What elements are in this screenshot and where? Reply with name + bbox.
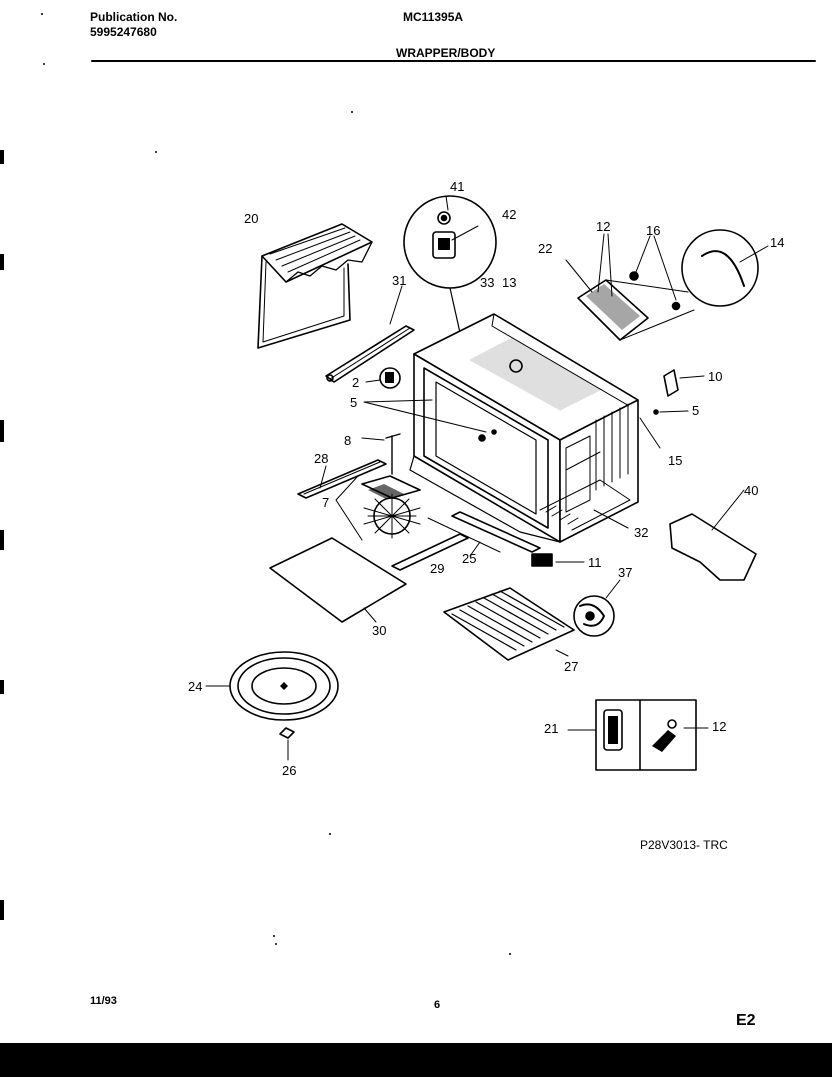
label-31: 31 bbox=[392, 273, 407, 288]
footer-page-number: 6 bbox=[434, 999, 441, 1011]
footer-date: 11/93 bbox=[90, 995, 117, 1007]
label-37: 37 bbox=[618, 565, 633, 580]
label-16: 16 bbox=[646, 223, 661, 238]
label-33: 33 bbox=[480, 275, 495, 290]
drawing-code: P28V3013- TRC bbox=[640, 838, 728, 852]
label-28: 28 bbox=[314, 451, 329, 466]
label-20: 20 bbox=[244, 211, 259, 226]
part-40-panel bbox=[669, 489, 757, 581]
label-12-inset: 12 bbox=[712, 719, 727, 734]
wrapper-cover bbox=[257, 223, 373, 349]
inset-box-21-12 bbox=[567, 699, 709, 771]
label-32: 32 bbox=[634, 525, 649, 540]
part-28-bar bbox=[297, 459, 387, 499]
label-10: 10 bbox=[708, 369, 723, 384]
part-32-leader bbox=[593, 509, 629, 529]
scan-edge-mark bbox=[0, 420, 4, 442]
label-2: 2 bbox=[352, 375, 360, 390]
scan-edge-mark bbox=[0, 680, 4, 694]
label-21: 21 bbox=[544, 721, 559, 736]
label-40: 40 bbox=[744, 483, 759, 498]
label-24: 24 bbox=[188, 679, 203, 694]
part-11 bbox=[531, 553, 585, 567]
scan-specks bbox=[41, 13, 511, 955]
label-7: 7 bbox=[322, 495, 330, 510]
label-15: 15 bbox=[668, 453, 683, 468]
zoom-circle-37 bbox=[573, 579, 621, 637]
bottom-bars bbox=[391, 511, 541, 571]
model-number: MC11395A bbox=[403, 10, 464, 24]
footer-section-code: E2 bbox=[736, 1012, 756, 1029]
label-41: 41 bbox=[450, 179, 465, 194]
scan-edge-mark bbox=[0, 254, 4, 270]
part-24-turntable bbox=[205, 651, 339, 721]
stirrer-assembly bbox=[335, 433, 421, 541]
label-13: 13 bbox=[502, 275, 517, 290]
label-42: 42 bbox=[502, 207, 517, 222]
scan-edge-mark bbox=[0, 900, 4, 920]
scan-edge-mark bbox=[0, 530, 4, 550]
label-8: 8 bbox=[344, 433, 352, 448]
part-30-tray bbox=[269, 537, 407, 623]
label-26: 26 bbox=[282, 763, 297, 778]
publication-number: 5995247680 bbox=[90, 25, 157, 39]
label-12-top: 12 bbox=[596, 219, 611, 234]
zoom-circle-14 bbox=[681, 229, 769, 307]
part-5-screws bbox=[363, 399, 689, 449]
scan-edge-mark bbox=[0, 150, 4, 164]
label-30: 30 bbox=[372, 623, 387, 638]
label-5-right: 5 bbox=[692, 403, 700, 418]
cabinet-body bbox=[409, 313, 639, 543]
part-26-coupler bbox=[279, 727, 295, 761]
control-bracket bbox=[565, 233, 695, 341]
part-10-bracket bbox=[663, 369, 705, 397]
section-title: WRAPPER/BODY bbox=[396, 46, 496, 60]
label-25: 25 bbox=[462, 551, 477, 566]
label-14: 14 bbox=[770, 235, 785, 250]
label-11: 11 bbox=[588, 555, 602, 570]
part-2 bbox=[365, 367, 401, 389]
label-29: 29 bbox=[430, 561, 445, 576]
label-5-left: 5 bbox=[350, 395, 358, 410]
scan-bottom-band bbox=[0, 1043, 832, 1077]
publication-label: Publication No. bbox=[90, 10, 178, 24]
part-31-bar bbox=[325, 285, 415, 383]
zoom-circle-41-42 bbox=[403, 195, 497, 441]
label-22: 22 bbox=[538, 241, 553, 256]
part-27-rack bbox=[443, 587, 575, 661]
label-27: 27 bbox=[564, 659, 579, 674]
